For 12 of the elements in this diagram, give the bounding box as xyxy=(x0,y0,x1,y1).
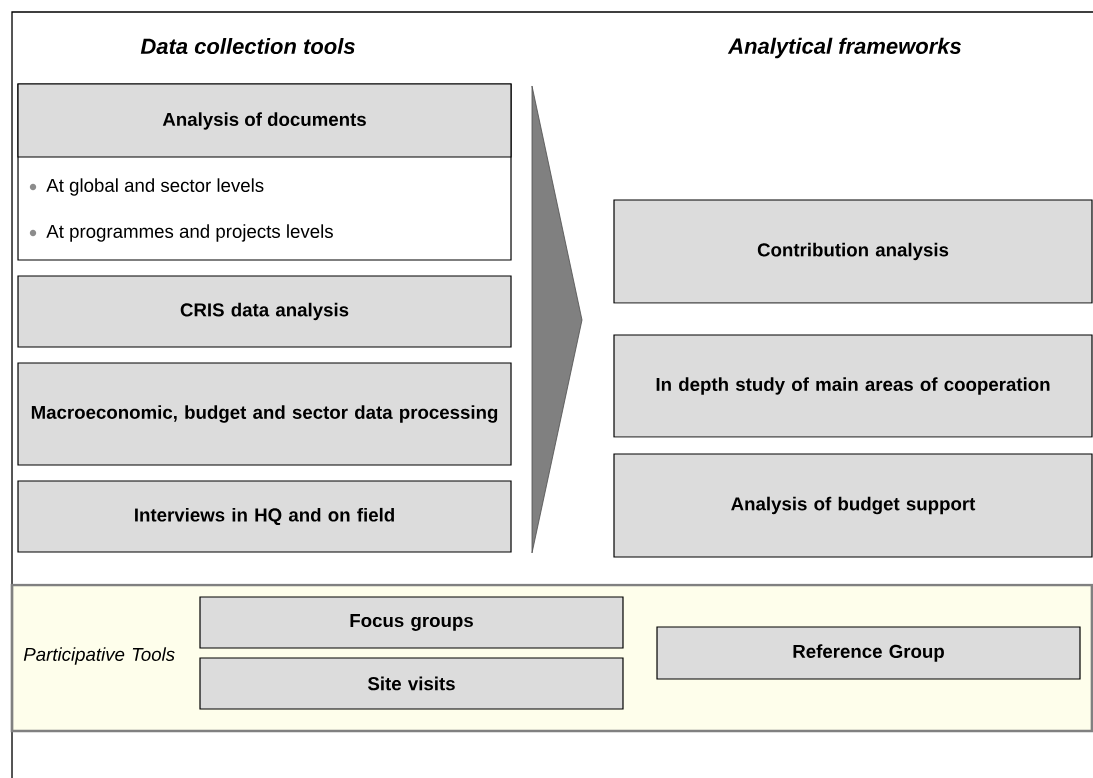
process-box: Interviews in HQ and on field xyxy=(17,480,512,553)
process-box: In depth study of main areas of cooperation xyxy=(613,334,1093,438)
column-heading: Analytical frameworks xyxy=(727,37,961,59)
process-box: Site visits xyxy=(199,657,624,710)
process-box: Macroeconomic, budget and sector data processing xyxy=(17,362,512,466)
process-box: Analysis of documents At global and sector levels At programmes and projects levels xyxy=(17,83,512,261)
process-box: Analysis of budget support xyxy=(613,453,1093,558)
column-heading: Data collection tools xyxy=(140,37,355,55)
process-box: Focus groups xyxy=(199,596,624,649)
process-box: Reference Group xyxy=(656,626,1081,680)
process-box: CRIS data analysis xyxy=(17,275,512,348)
process-box: Contribution analysis xyxy=(613,199,1093,304)
